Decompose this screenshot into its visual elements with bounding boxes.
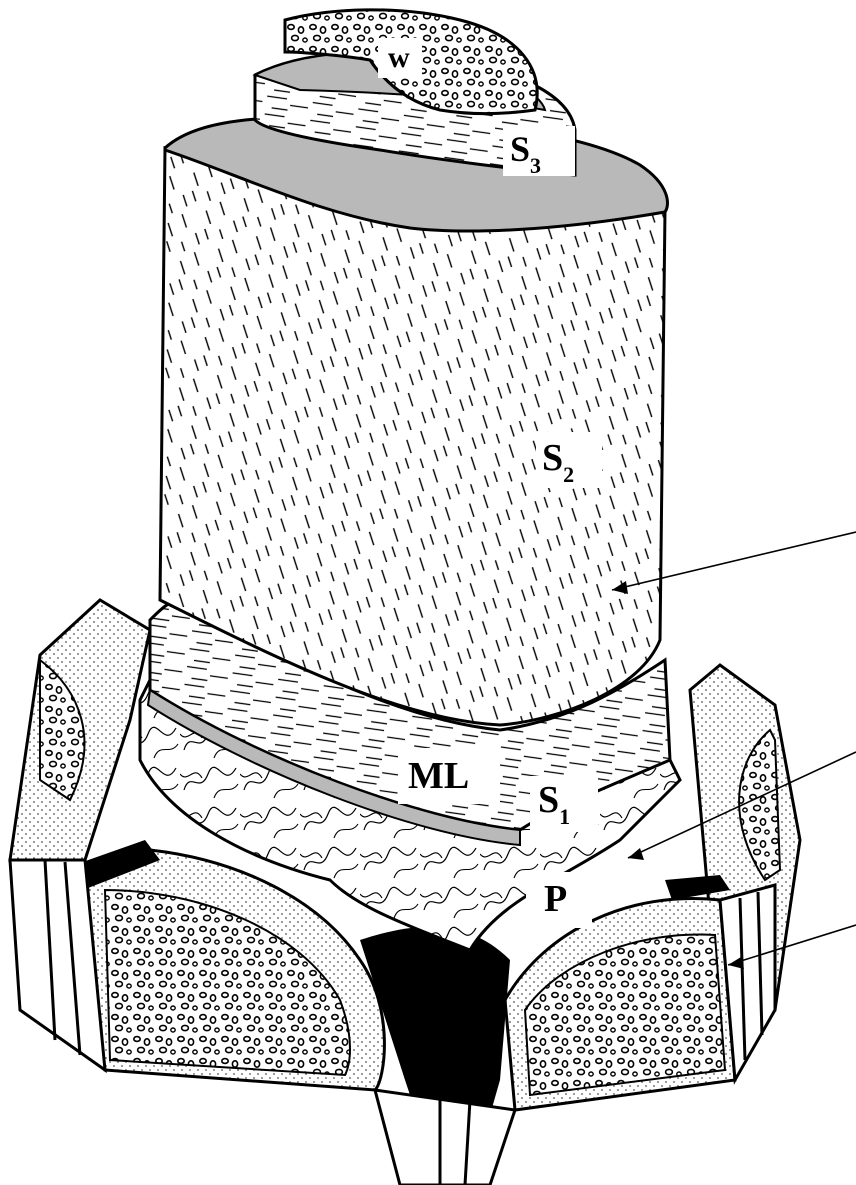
ml-pointer-arrowhead bbox=[728, 957, 744, 969]
front-right-lumen bbox=[523, 933, 727, 1097]
label-s1-main: S bbox=[538, 779, 559, 821]
front-left-lumen bbox=[103, 888, 351, 1077]
label-s2-sub: 2 bbox=[563, 462, 574, 487]
right-neighbor-lumen bbox=[738, 728, 782, 882]
middle-lamella-band-right bbox=[665, 875, 730, 900]
label-w-text: w bbox=[388, 41, 410, 74]
label-s2-main: S bbox=[542, 437, 563, 479]
label-ml-text: ML bbox=[408, 755, 469, 797]
pointer-lines bbox=[611, 531, 856, 969]
svg-text:S2: S2 bbox=[542, 437, 574, 487]
label-p: P bbox=[526, 872, 592, 928]
base-block bbox=[8, 598, 802, 1185]
label-s3-main: S bbox=[510, 129, 530, 169]
ml-pointer-line bbox=[727, 924, 856, 966]
svg-text:ML: ML bbox=[408, 755, 469, 797]
label-ml: ML bbox=[398, 748, 500, 804]
label-p-text: P bbox=[544, 878, 567, 920]
svg-text:S1: S1 bbox=[538, 779, 570, 829]
label-s1: S1 bbox=[530, 776, 598, 832]
s2-pointer-arrowhead bbox=[612, 581, 628, 594]
label-s2: S2 bbox=[536, 432, 602, 488]
s2-pointer-line bbox=[611, 531, 856, 591]
label-s1-sub: 1 bbox=[559, 804, 570, 829]
bottom-wall-strips bbox=[372, 1088, 517, 1185]
svg-text:P: P bbox=[544, 878, 567, 920]
label-s3-sub: 3 bbox=[530, 153, 541, 178]
label-w: w bbox=[378, 38, 422, 78]
left-wall-strips bbox=[8, 858, 107, 1074]
svg-text:S3: S3 bbox=[510, 129, 541, 178]
svg-text:w: w bbox=[388, 41, 410, 74]
s1-pointer-arrowhead bbox=[628, 848, 644, 860]
s1-pointer-line bbox=[627, 751, 856, 859]
label-s3: S3 bbox=[503, 126, 575, 178]
left-neighbor-lumen bbox=[39, 657, 86, 802]
